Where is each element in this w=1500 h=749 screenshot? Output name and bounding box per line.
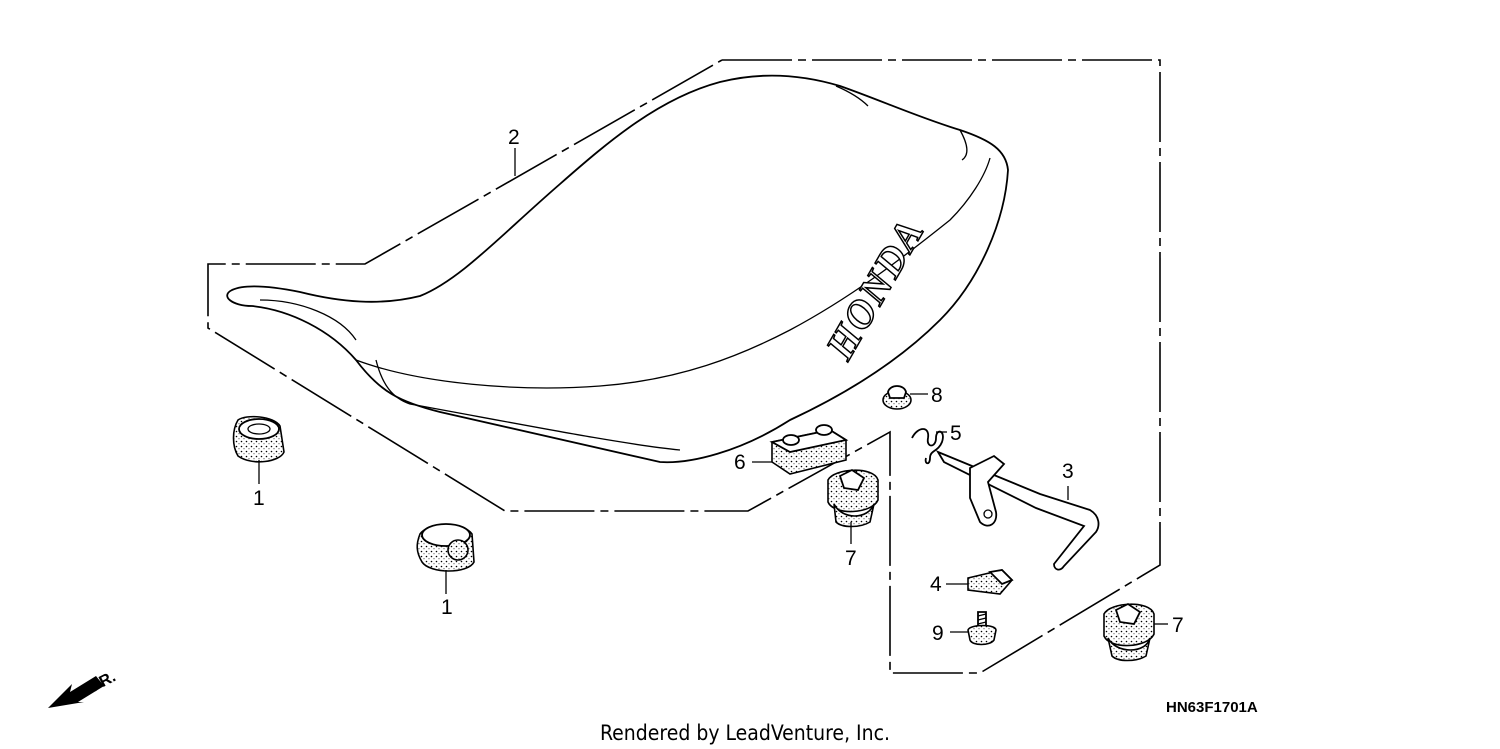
diagram-code: HN63F1701A [1166,699,1258,716]
grommet-part-center[interactable] [827,468,879,528]
cushion-part-lower[interactable] [416,523,475,572]
spring-part[interactable] [911,428,944,465]
seat-lock-lever-part[interactable] [935,450,1100,571]
callout-8: 8 [931,384,943,407]
callout-9: 9 [932,622,944,645]
clip-part[interactable] [967,569,1014,595]
grommet-part-right[interactable] [1103,602,1155,662]
callout-2: 2 [508,126,520,149]
seat-block-part[interactable] [769,424,849,475]
callout-5: 5 [950,422,962,445]
callout-1-lower: 1 [441,596,453,619]
callout-4: 4 [930,573,942,596]
callout-7-center: 7 [845,547,857,570]
callout-7-right: 7 [1172,614,1184,637]
leader-lines [258,148,1168,633]
assembly-outline-seat [207,59,1161,674]
grommet-small-part[interactable] [882,385,912,410]
front-direction-arrow-icon [48,676,104,708]
callout-1-left: 1 [253,487,265,510]
callout-3: 3 [1062,460,1074,483]
cushion-part-left[interactable] [232,415,285,463]
seat-part[interactable] [226,74,1009,464]
bolt-part[interactable] [967,611,997,646]
callout-6: 6 [734,451,746,474]
footer-credit: Rendered by LeadVenture, Inc. [600,721,890,745]
